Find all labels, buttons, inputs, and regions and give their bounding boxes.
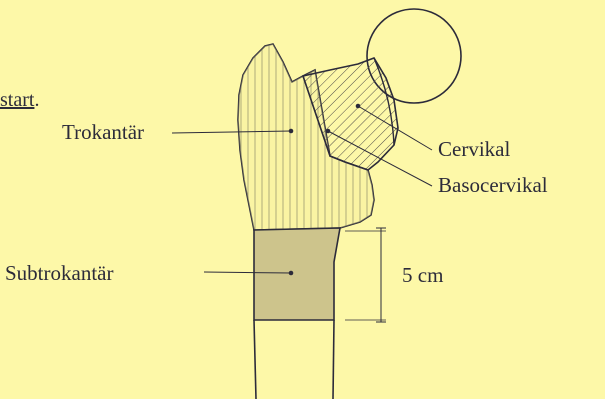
- shaft-right-edge: [333, 320, 334, 399]
- label-subtrokantar: Subtrokantär: [5, 263, 113, 284]
- label-basocervikal: Basocervikal: [438, 175, 548, 196]
- label-trokantar: Trokantär: [62, 122, 144, 143]
- measure-bracket: [345, 228, 386, 322]
- basocervikal-dot: [326, 129, 331, 134]
- label-cervikal: Cervikal: [438, 139, 510, 160]
- subtrokantar-dot: [289, 271, 294, 276]
- shaft-left-edge: [254, 320, 256, 399]
- fragment-word: start: [0, 89, 34, 111]
- fragment-text: start.: [0, 90, 39, 110]
- subtrochanter-region: [254, 228, 340, 320]
- cervikal-dot: [356, 104, 361, 109]
- fragment-punct: .: [34, 89, 39, 111]
- trokantar-dot: [289, 129, 294, 134]
- label-measure: 5 cm: [402, 265, 443, 286]
